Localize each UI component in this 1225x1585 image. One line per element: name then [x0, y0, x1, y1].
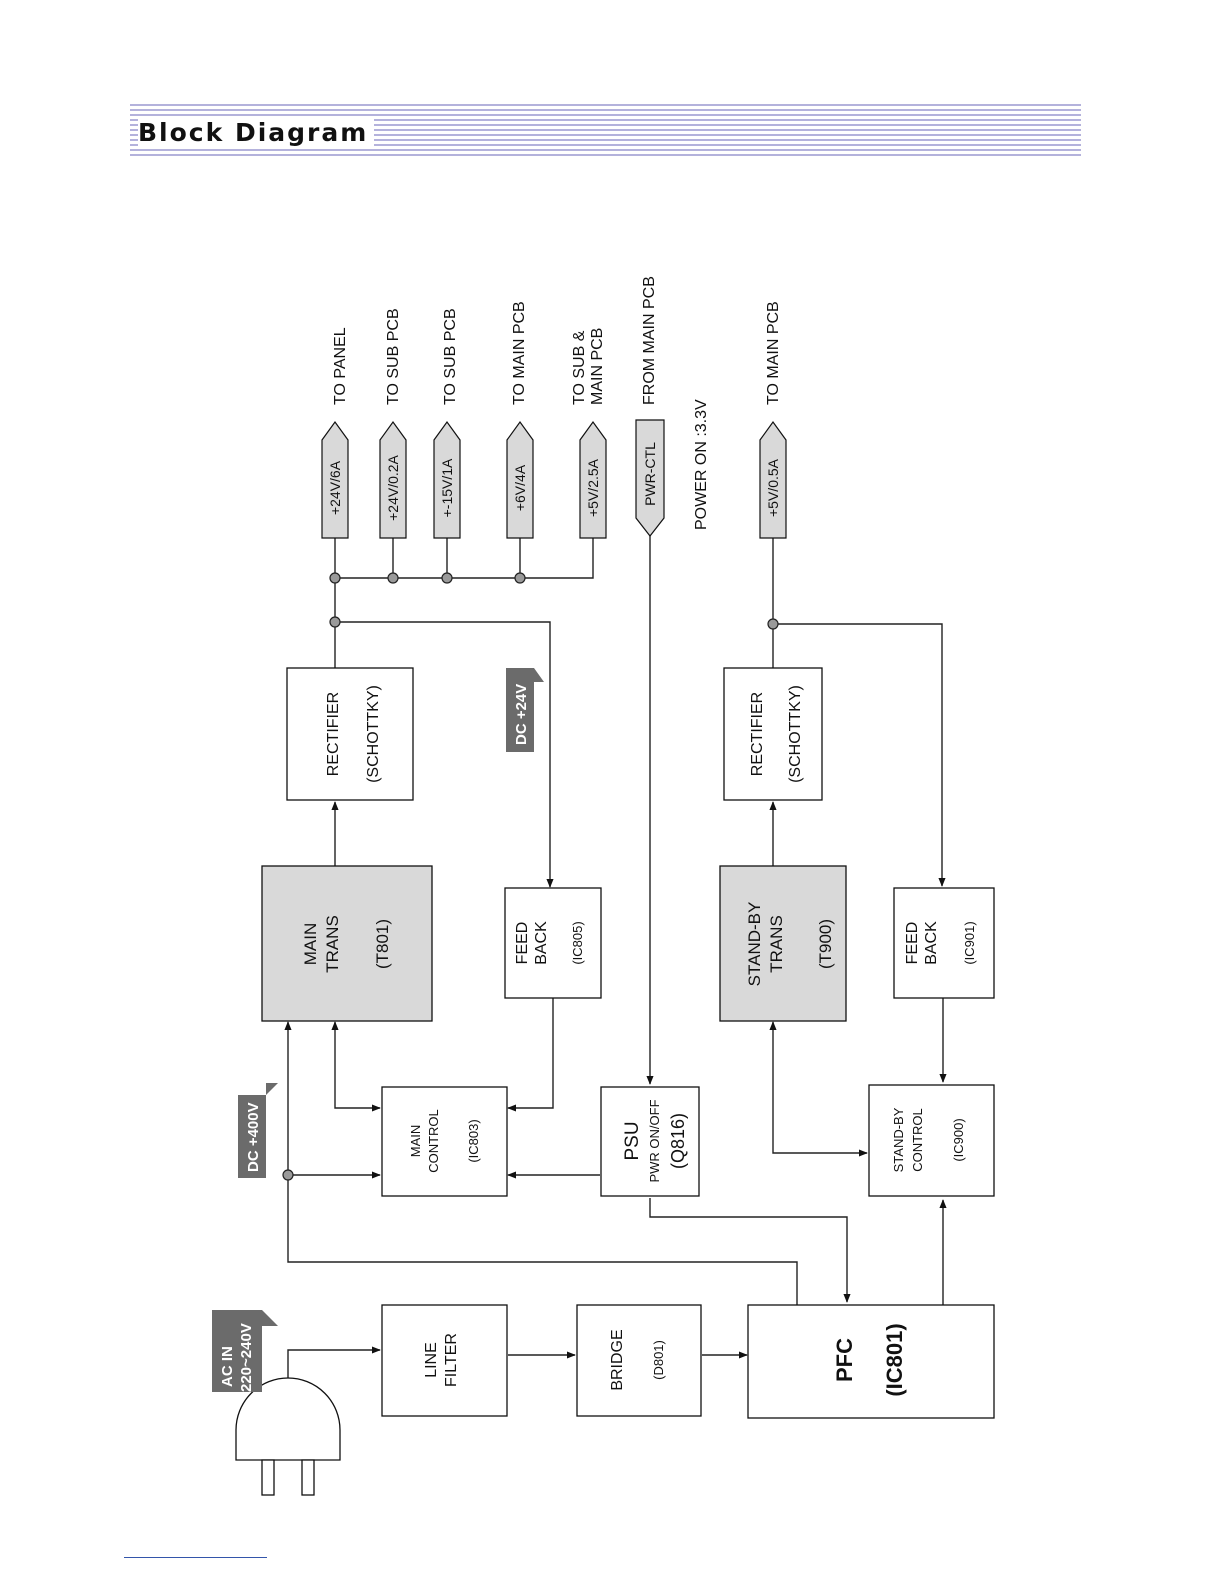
- tag-dc-400-label: DC +400V: [245, 1102, 262, 1172]
- junction-dot: [282, 1169, 294, 1181]
- block-psu-line1: PSU: [622, 1121, 643, 1160]
- block-main-trans: MAIN TRANS (T801): [261, 865, 433, 1022]
- output-label-24v-02a: +24V/0.2A: [385, 454, 401, 520]
- block-main-trans-line1: MAIN: [301, 923, 320, 966]
- block-psu: PSU PWR ON/OFF (Q816): [600, 1086, 700, 1197]
- block-rectifier-main: RECTIFIER (SCHOTTKY): [286, 667, 414, 801]
- block-rectifier-standby-line2: (SCHOTTKY): [787, 685, 804, 783]
- input-label-pwr-ctl: PWR-CTL: [642, 442, 658, 506]
- page-title: Block Diagram: [138, 118, 375, 148]
- junction-dot: [767, 618, 779, 630]
- block-pfc-line1: PFC: [832, 1338, 857, 1382]
- tag-ac-in-line1: AC IN: [219, 1346, 236, 1387]
- output-connector-24v-02a: +24V/0.2A: [379, 420, 407, 539]
- block-pfc: PFC (IC801): [747, 1304, 995, 1419]
- tag-ac-in-line2: 220~240V: [238, 1323, 255, 1392]
- block-pfc-line2: (IC801): [882, 1323, 907, 1396]
- junction-dot: [514, 572, 526, 584]
- block-bridge-line2: (D801): [651, 1340, 666, 1380]
- block-bridge-line1: BRIDGE: [609, 1329, 626, 1390]
- wire-pfc-dc400: [284, 1021, 798, 1305]
- wire-output-bus: [335, 538, 594, 579]
- junction-dot: [329, 572, 341, 584]
- tag-dc-24: DC +24V: [506, 668, 544, 752]
- block-main-control-line1: MAIN: [408, 1125, 423, 1158]
- block-feedback-standby-line2: BACK: [923, 921, 940, 965]
- footer-rule: [124, 1557, 267, 1558]
- block-feedback-standby-line3: (IC901): [962, 921, 977, 964]
- dest-label-to-panel: TO PANEL: [332, 327, 349, 405]
- dest-label-to-sub-main-line1: TO SUB &: [571, 330, 588, 405]
- block-line-filter-line1: LINE: [423, 1342, 440, 1378]
- output-connector-5v-05a: +5V/0.5A: [759, 420, 787, 539]
- block-psu-line2: PWR ON/OFF: [647, 1099, 662, 1182]
- block-feedback-main-line1: FEED: [514, 922, 531, 965]
- tag-dc-24-label: DC +24V: [513, 684, 530, 745]
- output-label-24v-6a: +24V/6A: [327, 460, 343, 515]
- block-standby-trans-line2: TRANS: [767, 915, 786, 973]
- block-psu-line3: (Q816): [668, 1113, 688, 1169]
- block-line-filter: LINE FILTER: [381, 1304, 508, 1417]
- output-connector-24v-6a: +24V/6A: [321, 420, 349, 539]
- junction-dot: [387, 572, 399, 584]
- block-main-control: MAIN CONTROL (IC803): [381, 1086, 508, 1197]
- block-standby-control: STAND-BY CONTROL (IC900): [868, 1084, 995, 1197]
- dest-label-to-main-pcb-1: TO MAIN PCB: [511, 301, 528, 405]
- block-rectifier-main-line2: (SCHOTTKY): [365, 685, 382, 783]
- output-label-6v-4a: +6V/4A: [512, 464, 528, 511]
- output-label-15v-1a: +-15V/1A: [439, 458, 455, 517]
- power-on-note: POWER ON :3.3V: [693, 399, 710, 530]
- wire-feedback-to-main-control: [507, 998, 554, 1112]
- block-line-filter-line2: FILTER: [443, 1333, 460, 1387]
- block-main-trans-line3: (T801): [373, 919, 392, 969]
- block-feedback-standby-line1: FEED: [904, 922, 921, 965]
- block-standby-control-line2: CONTROL: [910, 1108, 925, 1172]
- block-rectifier-standby: RECTIFIER (SCHOTTKY): [723, 667, 823, 801]
- block-standby-trans-line3: (T900): [816, 919, 835, 969]
- ac-plug-icon: [235, 1377, 341, 1496]
- block-feedback-main-line3: (IC805): [570, 921, 585, 964]
- wire-psu-to-pfc: [649, 1198, 851, 1303]
- block-main-control-line2: CONTROL: [426, 1109, 441, 1173]
- output-connector-6v-4a: +6V/4A: [506, 420, 534, 539]
- wires: [284, 518, 947, 1410]
- block-standby-control-line1: STAND-BY: [891, 1107, 906, 1172]
- tag-ac-in: AC IN 220~240V: [212, 1310, 278, 1392]
- block-main-trans-line2: TRANS: [323, 915, 342, 973]
- page-header: Block Diagram: [130, 102, 1081, 160]
- input-connector-pwr-ctl: PWR-CTL: [635, 419, 665, 537]
- tag-dc-400: DC +400V: [238, 1083, 278, 1178]
- wire-standby-trans-standby-control: [769, 1021, 868, 1157]
- wire-main-trans-main-control: [331, 1021, 381, 1112]
- block-standby-trans: STAND-BY TRANS (T900): [719, 865, 847, 1022]
- junction-dot: [329, 616, 341, 628]
- block-rectifier-main-line1: RECTIFIER: [325, 692, 342, 776]
- block-feedback-main-line2: BACK: [533, 921, 550, 965]
- dest-label-to-main-pcb-2: TO MAIN PCB: [765, 301, 782, 405]
- dest-label-to-sub-pcb-2: TO SUB PCB: [442, 308, 459, 405]
- junction-dot: [441, 572, 453, 584]
- output-connector-5v-25a: +5V/2.5A: [579, 420, 607, 539]
- block-rectifier-standby-line1: RECTIFIER: [749, 692, 766, 776]
- block-bridge: BRIDGE (D801): [576, 1304, 702, 1417]
- dest-label-to-sub-main-line2: MAIN PCB: [589, 328, 606, 405]
- block-standby-control-line3: (IC900): [951, 1118, 966, 1161]
- block-main-control-line3: (IC803): [466, 1119, 481, 1162]
- wire-dc24-to-feedback: [335, 621, 554, 888]
- block-feedback-main: FEED BACK (IC805): [504, 887, 602, 999]
- dest-label-to-sub-pcb-1: TO SUB PCB: [385, 308, 402, 405]
- block-feedback-standby: FEED BACK (IC901): [893, 887, 995, 999]
- wire-standby-feedback-loop: [773, 623, 946, 887]
- dest-label-from-main-pcb: FROM MAIN PCB: [641, 276, 658, 405]
- junction-dots: [282, 572, 779, 1181]
- output-connector-15v-1a: +-15V/1A: [433, 420, 461, 539]
- output-label-5v-05a: +5V/0.5A: [765, 458, 781, 517]
- block-standby-trans-line1: STAND-BY: [745, 902, 764, 987]
- output-label-5v-25a: +5V/2.5A: [585, 458, 601, 517]
